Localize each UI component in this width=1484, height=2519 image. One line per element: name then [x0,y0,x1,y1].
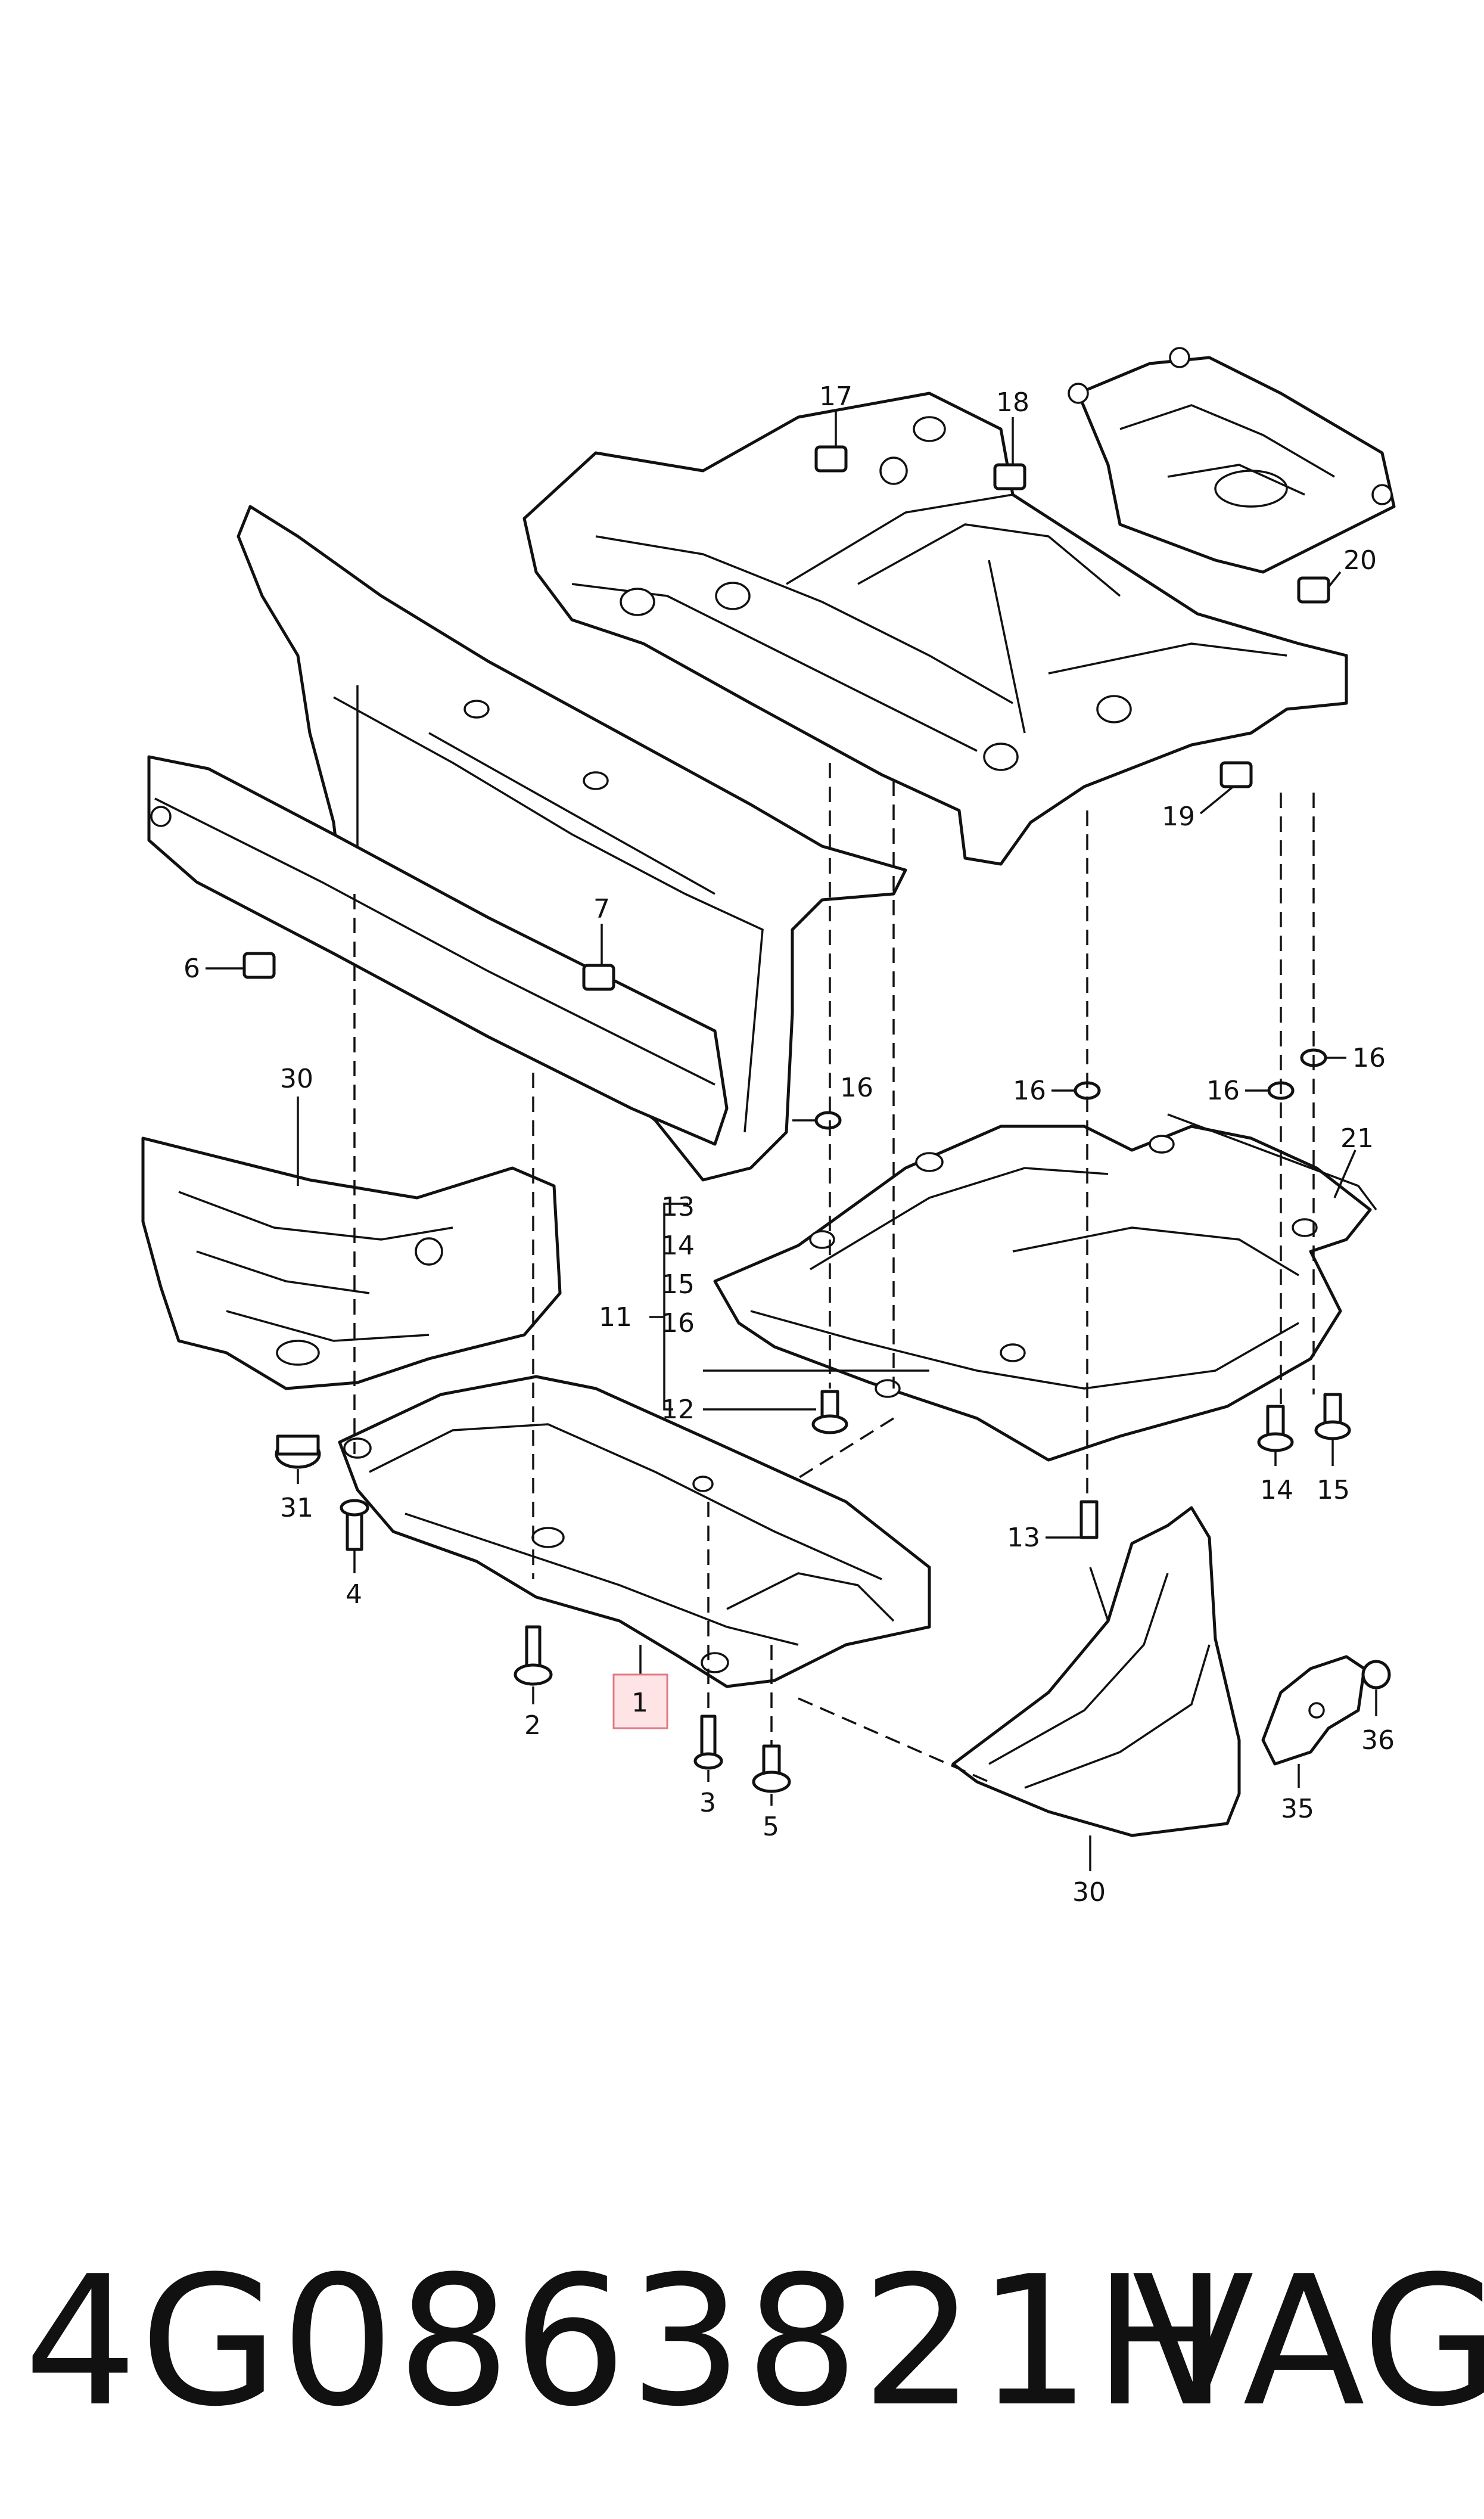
rear-underbody-panel [713,1113,1377,1462]
callout-7[interactable]: 7 [593,894,610,924]
mount-bracket [1068,347,1396,574]
callout-30-right[interactable]: 30 [1072,1877,1106,1908]
callout-16-c[interactable]: 16 [1206,1076,1240,1106]
callout-18[interactable]: 18 [996,387,1029,418]
callout-16-d[interactable]: 16 [1352,1043,1386,1073]
callout-4[interactable]: 4 [346,1579,362,1610]
footer: 4G0863821H VAG [0,2253,1484,2431]
noise-insulation-panel [338,1375,931,1688]
callout-11[interactable]: 11 [599,1302,632,1333]
callout-16-a[interactable]: 16 [840,1073,873,1103]
callout-15-group[interactable]: 15 [661,1269,695,1300]
rear-subframe [522,392,1348,866]
callout-19[interactable]: 19 [1162,802,1195,832]
callout-16-b[interactable]: 16 [1013,1076,1046,1106]
callout-2[interactable]: 2 [524,1710,541,1741]
assembly-lines [353,763,1315,1783]
callout-36[interactable]: 36 [1361,1725,1395,1756]
bumper-beam [147,755,729,1146]
fasteners [242,445,1391,1793]
leader-lines [206,411,1377,1871]
callout-35[interactable]: 35 [1281,1794,1314,1824]
brand-name: VAG [1132,2238,1484,2446]
parts-exploded-diagram: 1 2 3 4 5 6 7 11 12 13 14 15 16 13 14 15… [141,347,1396,1908]
callout-6[interactable]: 6 [183,953,200,984]
callout-12[interactable]: 12 [661,1394,695,1425]
callout-16-group[interactable]: 16 [661,1308,695,1338]
wheel-arch-liner-left [141,1136,562,1390]
callout-21[interactable]: 21 [1340,1123,1374,1154]
callout-15[interactable]: 15 [1317,1475,1350,1505]
callout-20[interactable]: 20 [1343,545,1377,576]
callout-14-group[interactable]: 14 [661,1231,695,1261]
callout-14[interactable]: 14 [1260,1475,1293,1505]
callout-labels: 1 2 3 4 5 6 7 11 12 13 14 15 16 13 14 15… [183,381,1395,1908]
lock-carrier [237,505,907,1182]
wheel-arch-liner-right [951,1506,1241,1837]
callout-1[interactable]: 1 [631,1688,648,1718]
callout-17[interactable]: 17 [819,381,853,412]
highlighted-callout-box [612,1673,668,1729]
callout-5[interactable]: 5 [763,1812,779,1842]
callout-3[interactable]: 3 [699,1788,716,1818]
callout-31[interactable]: 31 [280,1493,313,1523]
bracket-35 [1261,1655,1366,1766]
callout-13-group[interactable]: 13 [661,1192,695,1222]
part-number: 4G0863821H [24,2238,1231,2446]
callout-30-left[interactable]: 30 [280,1064,313,1094]
callout-13[interactable]: 13 [1007,1523,1040,1553]
